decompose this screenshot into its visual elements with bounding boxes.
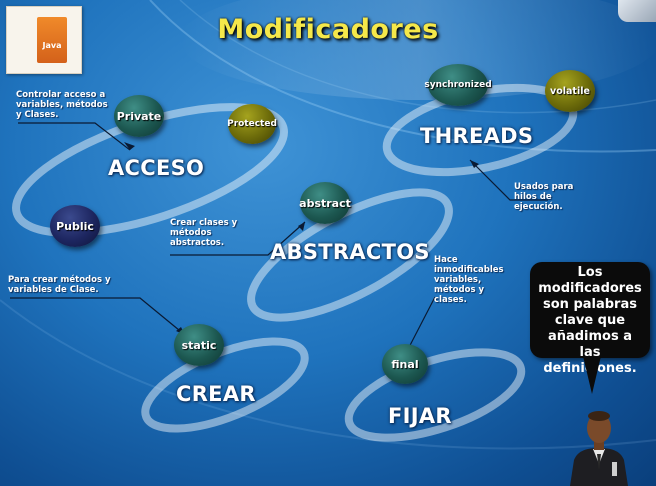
note-abstractos: Crear clases y métodos abstractos.	[170, 218, 238, 248]
section-threads: THREADS	[420, 124, 534, 148]
speech-bubble-tail	[583, 356, 601, 394]
connector-abstractos	[170, 221, 306, 256]
java-logo: Java	[6, 6, 82, 74]
node-synchronized: synchronized	[424, 64, 492, 106]
node-volatile: volatile	[545, 70, 595, 112]
section-crear: CREAR	[176, 382, 256, 406]
orbit-fijar	[344, 348, 526, 442]
section-acceso: ACCESO	[108, 156, 205, 180]
speech-bubble-text: Los modificadores son palabras clave que…	[538, 265, 642, 376]
slide-title: Modificadores	[217, 14, 439, 45]
note-crear: Para crear métodos y variables de Clase.	[8, 275, 111, 295]
connector-threads	[469, 159, 548, 201]
note-fijar: Hace inmodificables variables, métodos y…	[434, 255, 504, 305]
page-curl-icon	[618, 0, 656, 22]
connector-acceso	[18, 122, 131, 151]
node-abstract: abstract	[299, 182, 351, 224]
node-static: static	[174, 324, 224, 366]
connector-crear	[10, 297, 186, 336]
node-final: final	[382, 344, 428, 384]
note-acceso: Controlar acceso a variables, métodos y …	[16, 90, 108, 120]
presenter-avatar	[570, 411, 628, 486]
section-fijar: FIJAR	[388, 404, 452, 428]
note-threads: Usados para hilos de ejecución.	[514, 182, 574, 212]
node-private: Private	[114, 95, 164, 137]
speech-bubble: Los modificadores son palabras clave que…	[530, 262, 650, 376]
node-public: Public	[50, 205, 100, 247]
section-abstractos: ABSTRACTOS	[270, 240, 430, 264]
java-cup-icon: Java	[37, 17, 67, 63]
logo-text: Java	[42, 41, 62, 50]
node-protected: Protected	[227, 104, 277, 144]
